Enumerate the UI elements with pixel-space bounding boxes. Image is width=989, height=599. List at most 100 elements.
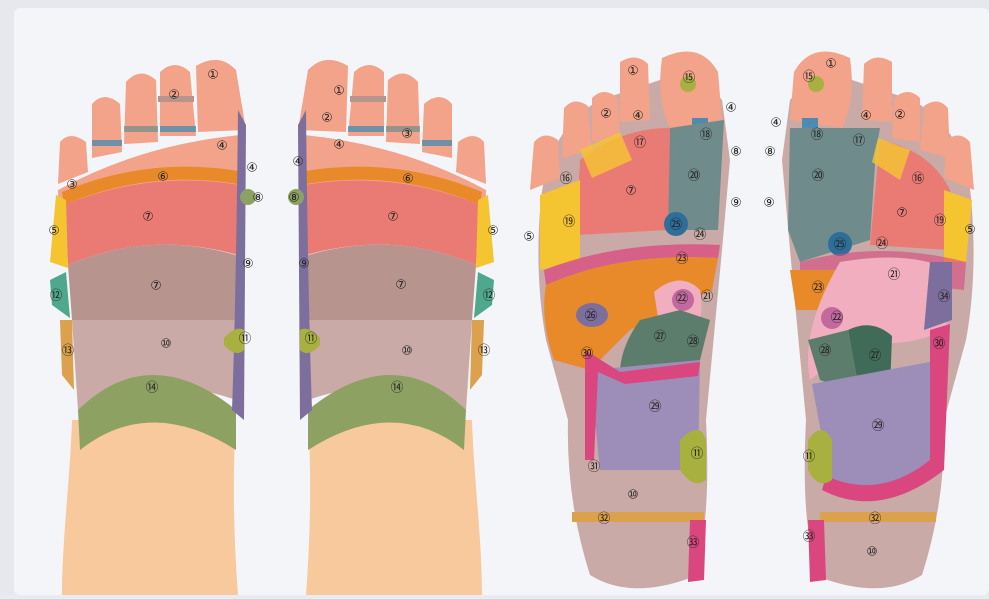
label: ⑩ — [627, 487, 638, 502]
label: ⑤ — [964, 222, 975, 237]
label: ④ — [860, 108, 871, 123]
label: ② — [894, 107, 905, 122]
label: ㉝ — [687, 535, 700, 550]
label: ㉚ — [581, 346, 594, 361]
label: ⑥ — [402, 171, 413, 186]
label: ⑩ — [401, 343, 412, 358]
label: ⑮ — [683, 70, 696, 85]
foot-top-right-shapes — [288, 60, 494, 595]
label: ⑲ — [934, 213, 947, 228]
label: ⑪ — [305, 331, 318, 346]
label: ⑯ — [560, 171, 573, 186]
toe-4 — [92, 97, 122, 158]
label: ㉝ — [803, 529, 816, 544]
label: ⑦ — [150, 278, 161, 293]
label: ⑫ — [483, 288, 496, 303]
label: ㉗ — [654, 329, 667, 344]
label: ① — [627, 63, 638, 78]
label: ⑪ — [239, 331, 252, 346]
label: ㉚ — [933, 336, 946, 351]
label: ⑰ — [634, 135, 647, 150]
label: ① — [825, 56, 836, 71]
label: ㉒ — [676, 291, 689, 306]
label: ⑧ — [288, 190, 299, 205]
label: ⑳ — [688, 168, 701, 183]
label: ㉙ — [649, 399, 662, 414]
label: ⑦ — [896, 205, 907, 220]
label: ② — [321, 110, 332, 125]
label: ㉗ — [869, 348, 882, 363]
label: ⑩ — [160, 336, 171, 351]
label: ⑬ — [478, 343, 491, 358]
label: ④ — [292, 154, 303, 169]
label: ⑤ — [487, 223, 498, 238]
label: ㉜ — [598, 511, 611, 526]
label: ① — [207, 67, 218, 82]
label: ㉖ — [585, 308, 598, 323]
label: ⑱ — [811, 127, 824, 142]
label: ⑤ — [523, 229, 534, 244]
label: ⑦ — [387, 209, 398, 224]
label: ⑧ — [730, 144, 741, 159]
label: ⑤ — [48, 223, 59, 238]
zone-33-stripe — [688, 520, 706, 582]
toe-band — [92, 140, 122, 146]
label: ㉓ — [812, 280, 825, 295]
label: ⑯ — [912, 171, 925, 186]
foot-top-left: ① ② ③ ④ ④ ⑤ ⑥ ⑦ ⑦ ⑧ ⑨ ⑩ ⑪ ⑫ ⑬ ⑭ — [48, 60, 263, 595]
label: ⑦ — [142, 209, 153, 224]
toe-band — [124, 126, 158, 132]
label: ㉘ — [819, 343, 832, 358]
label: ⑦ — [625, 183, 636, 198]
label: ㉞ — [938, 289, 951, 304]
label: ⑧ — [252, 190, 263, 205]
label: ㉓ — [676, 251, 689, 266]
label: ⑧ — [764, 144, 775, 159]
label: ③ — [401, 126, 412, 141]
label: ㉔ — [876, 236, 889, 251]
zone-32-band — [572, 512, 704, 522]
label: ⑪ — [803, 449, 816, 464]
label: ③ — [66, 177, 77, 192]
label: ⑭ — [391, 380, 404, 395]
label: ④ — [632, 108, 643, 123]
label: ⑥ — [157, 169, 168, 184]
toe-3 — [124, 73, 158, 144]
label: ④ — [333, 137, 344, 152]
label: ⑩ — [866, 544, 877, 559]
label: ⑫ — [50, 288, 63, 303]
label: ② — [600, 106, 611, 121]
label: ⑨ — [763, 195, 774, 210]
ankle-skin — [62, 420, 238, 595]
label: ④ — [246, 160, 257, 175]
label: ⑭ — [146, 380, 159, 395]
label: ㉒ — [831, 310, 844, 325]
label: ㉑ — [701, 289, 714, 304]
label: ④ — [770, 115, 781, 130]
label: ④ — [216, 138, 227, 153]
label: ⑦ — [395, 277, 406, 292]
toe-band — [160, 126, 196, 132]
label: ㉛ — [588, 459, 601, 474]
label: ㉜ — [869, 511, 882, 526]
label: ⑪ — [691, 446, 704, 461]
label: ⑳ — [812, 168, 825, 183]
label: ㉘ — [687, 334, 700, 349]
label: ㉕ — [834, 237, 847, 252]
label: ㉕ — [670, 217, 683, 232]
label: ㉙ — [872, 418, 885, 433]
label: ⑰ — [853, 133, 866, 148]
label: ⑨ — [242, 256, 253, 271]
label: ㉔ — [694, 227, 707, 242]
label: ⑲ — [563, 214, 576, 229]
label: ㉑ — [888, 267, 901, 282]
label: ⑨ — [730, 195, 741, 210]
label: ④ — [725, 100, 736, 115]
label: ⑮ — [803, 69, 816, 84]
label: ⑱ — [700, 127, 713, 142]
label: ⑨ — [298, 256, 309, 271]
label: ① — [333, 83, 344, 98]
label: ② — [168, 87, 179, 102]
